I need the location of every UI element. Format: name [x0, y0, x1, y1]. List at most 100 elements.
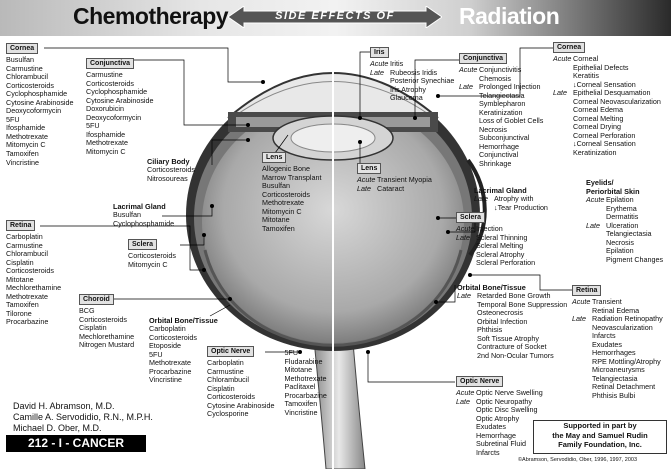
list-item: Ifosphamide	[86, 129, 126, 139]
list-item: Methotrexate	[262, 198, 304, 208]
list-item: Keratinization	[459, 108, 543, 118]
effect-text: Corneal Edema	[573, 105, 623, 115]
list-item: Nitrosoureas	[147, 173, 188, 183]
rad-iris-tag: Iris	[370, 47, 389, 58]
list-item: Corneal Neovascularization	[553, 97, 661, 107]
effect-text: Retinal Detachment	[592, 382, 656, 392]
chemotherapy-title: Chemotherapy	[73, 3, 229, 29]
chemo-lens-tag: Lens	[262, 152, 287, 163]
list-item: Vincristine	[284, 407, 318, 417]
phase-label: Acute	[370, 59, 389, 68]
effect-text: Scleral Atrophy	[476, 249, 525, 259]
list-item: Posterior Synechiae	[370, 77, 454, 86]
list-item: Subconjunctival	[459, 134, 543, 143]
effect-text: Radiation Retinopathy	[592, 314, 663, 324]
decrease-arrow-icon: ↓	[573, 79, 577, 89]
list-item: Tilorone	[6, 308, 32, 318]
list-item: Chlorambucil	[6, 72, 48, 82]
list-item: Subretinal Fluid	[456, 440, 543, 449]
list-item: Necrosis	[459, 125, 543, 135]
chemo-retina-tag: Retina	[6, 220, 36, 231]
list-item: Corticosteroids	[79, 314, 127, 324]
decrease-arrow-icon: ↓	[573, 139, 577, 149]
list-item: Methotrexate	[6, 131, 48, 141]
effect-text: Cataract	[377, 183, 405, 193]
list-item: Temporal Bone Suppression	[457, 299, 568, 310]
effect-text: Telangiectasia	[479, 90, 525, 100]
effect-text: Conjunctivitis	[479, 65, 522, 74]
list-item: Procarbazine	[6, 317, 49, 327]
list-item: Cytosine Arabinoside	[207, 400, 275, 410]
effect-text: 2nd Non-Ocular Tumors	[477, 350, 554, 360]
effect-text: Keratitis	[573, 71, 599, 81]
effect-text: Contracture of Socket	[477, 342, 547, 352]
phase-label: Acute	[456, 388, 475, 397]
list-item: Scleral Perforation	[456, 259, 535, 268]
list-item: Pigment Changes	[586, 255, 663, 265]
effect-text: Posterior Synechiae	[390, 76, 455, 86]
effect-text: Osteonecrosis	[477, 308, 523, 318]
list-item: BCG	[79, 306, 95, 315]
list-item: Microaneurysms	[572, 366, 663, 375]
list-item: Busulfan	[6, 55, 34, 64]
phase-label: Late	[456, 232, 470, 242]
effect-text: Scleral Thinning	[476, 232, 528, 242]
effect-text: Temporal Bone Suppression	[477, 299, 568, 309]
effect-text: Optic Atrophy	[476, 413, 520, 423]
list-item: Infarcts	[572, 332, 663, 341]
effect-text: Glaucoma	[390, 93, 423, 103]
chemo-cornea-tag: Cornea	[6, 43, 39, 54]
effect-text: Subconjunctival	[479, 133, 530, 143]
effect-text: Prolonged Injection	[479, 82, 541, 92]
effect-text: Corneal Perforation	[573, 130, 636, 140]
effect-text: Transient Myopia	[377, 175, 432, 184]
effect-text: Optic Nerve Swelling	[476, 388, 543, 397]
list-item: Telangiectasia	[459, 90, 543, 101]
list-item: Dermatitis	[586, 213, 663, 222]
list-item: Deoxycoformycin	[6, 106, 62, 116]
list-item: Epilation	[586, 247, 663, 256]
copyright-text: ©Abramson, Servodidio, Ober, 1996, 1997,…	[518, 457, 638, 463]
rad-lens-tag: Lens	[357, 163, 382, 174]
list-item: Carmustine	[6, 63, 43, 73]
list-item: Corneal Drying	[553, 123, 661, 132]
list-item: ↓Tear Production	[474, 203, 548, 213]
list-item: Corticosteroids	[149, 332, 197, 342]
effect-text: Exudates	[476, 422, 506, 432]
effect-text: Injection	[476, 224, 503, 233]
list-item: Paclitaxel	[284, 382, 316, 392]
list-item: Corticosteroids	[86, 78, 134, 88]
list-item: Exudates	[456, 423, 543, 432]
effect-text: Conjunctival	[479, 150, 519, 160]
list-item: Doxorubicin	[86, 104, 124, 114]
list-item: 5FU	[6, 114, 20, 124]
effect-text: Keratinization	[573, 148, 617, 158]
list-item: ↓Corneal Sensation	[553, 79, 661, 90]
phase-label: Acute	[572, 297, 591, 306]
list-item: Methotrexate	[284, 373, 327, 383]
radiation-title: Radiation	[459, 3, 560, 29]
list-item: Telangiectasia	[586, 230, 663, 239]
list-item: Marrow Transplant	[262, 172, 322, 182]
effect-text: Rubeosis Iridis	[390, 67, 438, 77]
list-item: Mechlorethamine	[6, 283, 62, 293]
list-item: Corticosteroids	[147, 165, 195, 174]
list-item: Carboplatin	[207, 358, 244, 367]
effect-text: Telangiectasia	[606, 229, 652, 239]
